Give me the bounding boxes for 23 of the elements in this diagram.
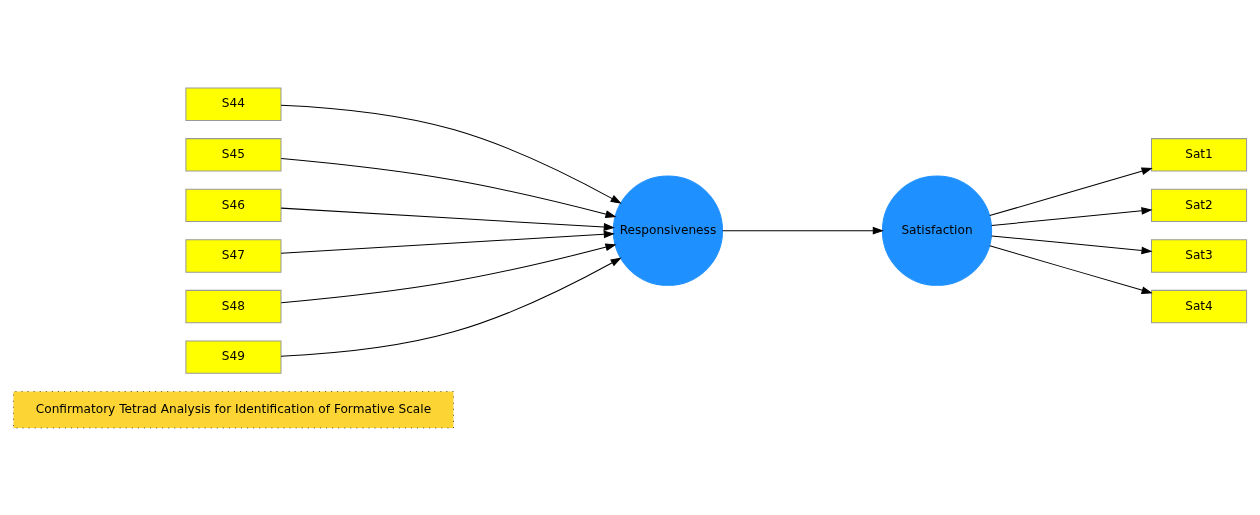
arrow <box>280 230 615 254</box>
node-box: Sat2 <box>1151 188 1248 222</box>
arrow <box>280 157 617 218</box>
arrow <box>280 104 622 204</box>
arrow <box>991 234 1153 254</box>
node-box: S47 <box>185 238 282 273</box>
arrow <box>280 207 615 231</box>
node-box: Sat4 <box>1151 289 1248 323</box>
node-box: S46 <box>185 188 282 222</box>
node-circle: Satisfaction <box>881 175 993 286</box>
arrow <box>991 206 1153 226</box>
arrow <box>280 257 622 357</box>
node-box: Confirmatory Tetrad Analysis for Identification of Formative Scale <box>12 390 454 428</box>
node-box: S48 <box>185 289 282 323</box>
node-box: S44 <box>185 87 282 121</box>
node-box: Sat3 <box>1151 238 1248 273</box>
arrow <box>989 244 1153 294</box>
node-box: Sat1 <box>1151 137 1248 171</box>
node-box: S49 <box>185 339 282 374</box>
arrow <box>280 242 617 303</box>
arrow <box>989 166 1153 216</box>
node-box: S45 <box>185 137 282 171</box>
arrow <box>722 226 884 235</box>
